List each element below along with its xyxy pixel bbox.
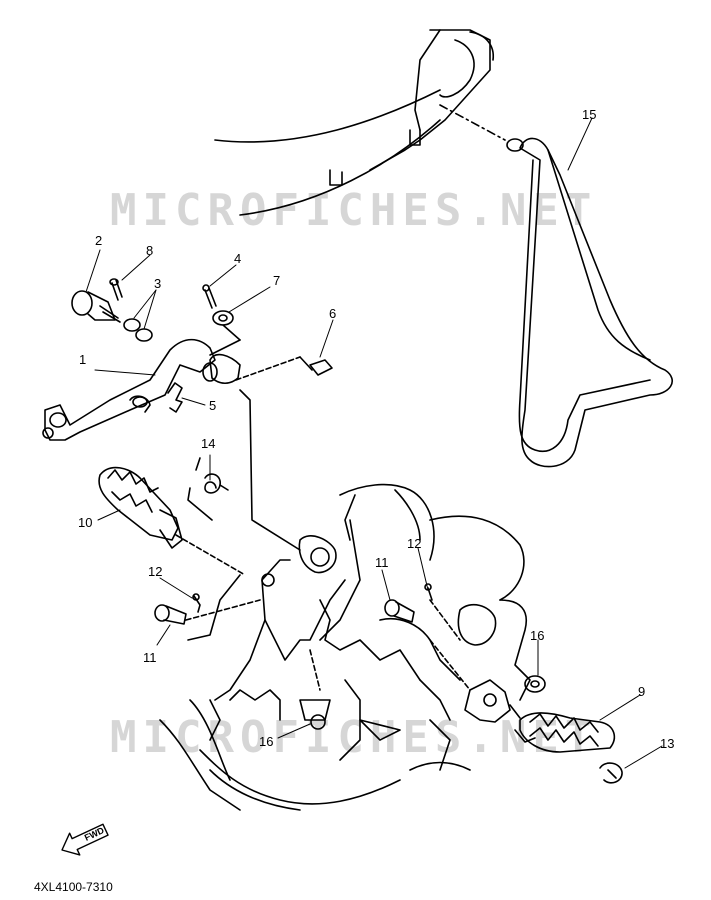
callout-8: 8 (146, 243, 154, 258)
diagram-code: 4XL4100-7310 (34, 880, 113, 894)
pivot-bolt (71, 290, 93, 316)
left-footpeg (98, 466, 179, 541)
callout-12-left: 12 (148, 564, 163, 579)
callout-1: 1 (79, 352, 87, 367)
callout-16-right: 16 (530, 628, 545, 643)
callout-11-left: 11 (143, 650, 157, 665)
frame-upper-line (214, 89, 441, 143)
callout-2: 2 (95, 233, 103, 248)
watermark-bottom: MICROFICHES.NET (110, 712, 598, 763)
callout-7: 7 (273, 273, 281, 288)
callout-12-right: 12 (407, 536, 422, 551)
callout-11-right: 11 (375, 555, 389, 570)
callout-3: 3 (154, 276, 162, 291)
callout-6: 6 (329, 306, 337, 321)
callout-5: 5 (209, 398, 217, 413)
watermark-top: MICROFICHES.NET (110, 185, 598, 236)
lower-frame (239, 389, 301, 551)
callout-14: 14 (201, 436, 216, 451)
callout-13: 13 (660, 736, 675, 751)
brake-pedal (44, 338, 216, 441)
callout-15: 15 (582, 107, 597, 122)
callout-10: 10 (78, 515, 93, 530)
callout-4: 4 (234, 251, 242, 266)
callout-9: 9 (638, 684, 646, 699)
fwd-arrow (61, 823, 109, 856)
callout-16-left: 16 (259, 734, 274, 749)
subframe-block (369, 29, 491, 171)
right-footpeg (519, 712, 616, 753)
